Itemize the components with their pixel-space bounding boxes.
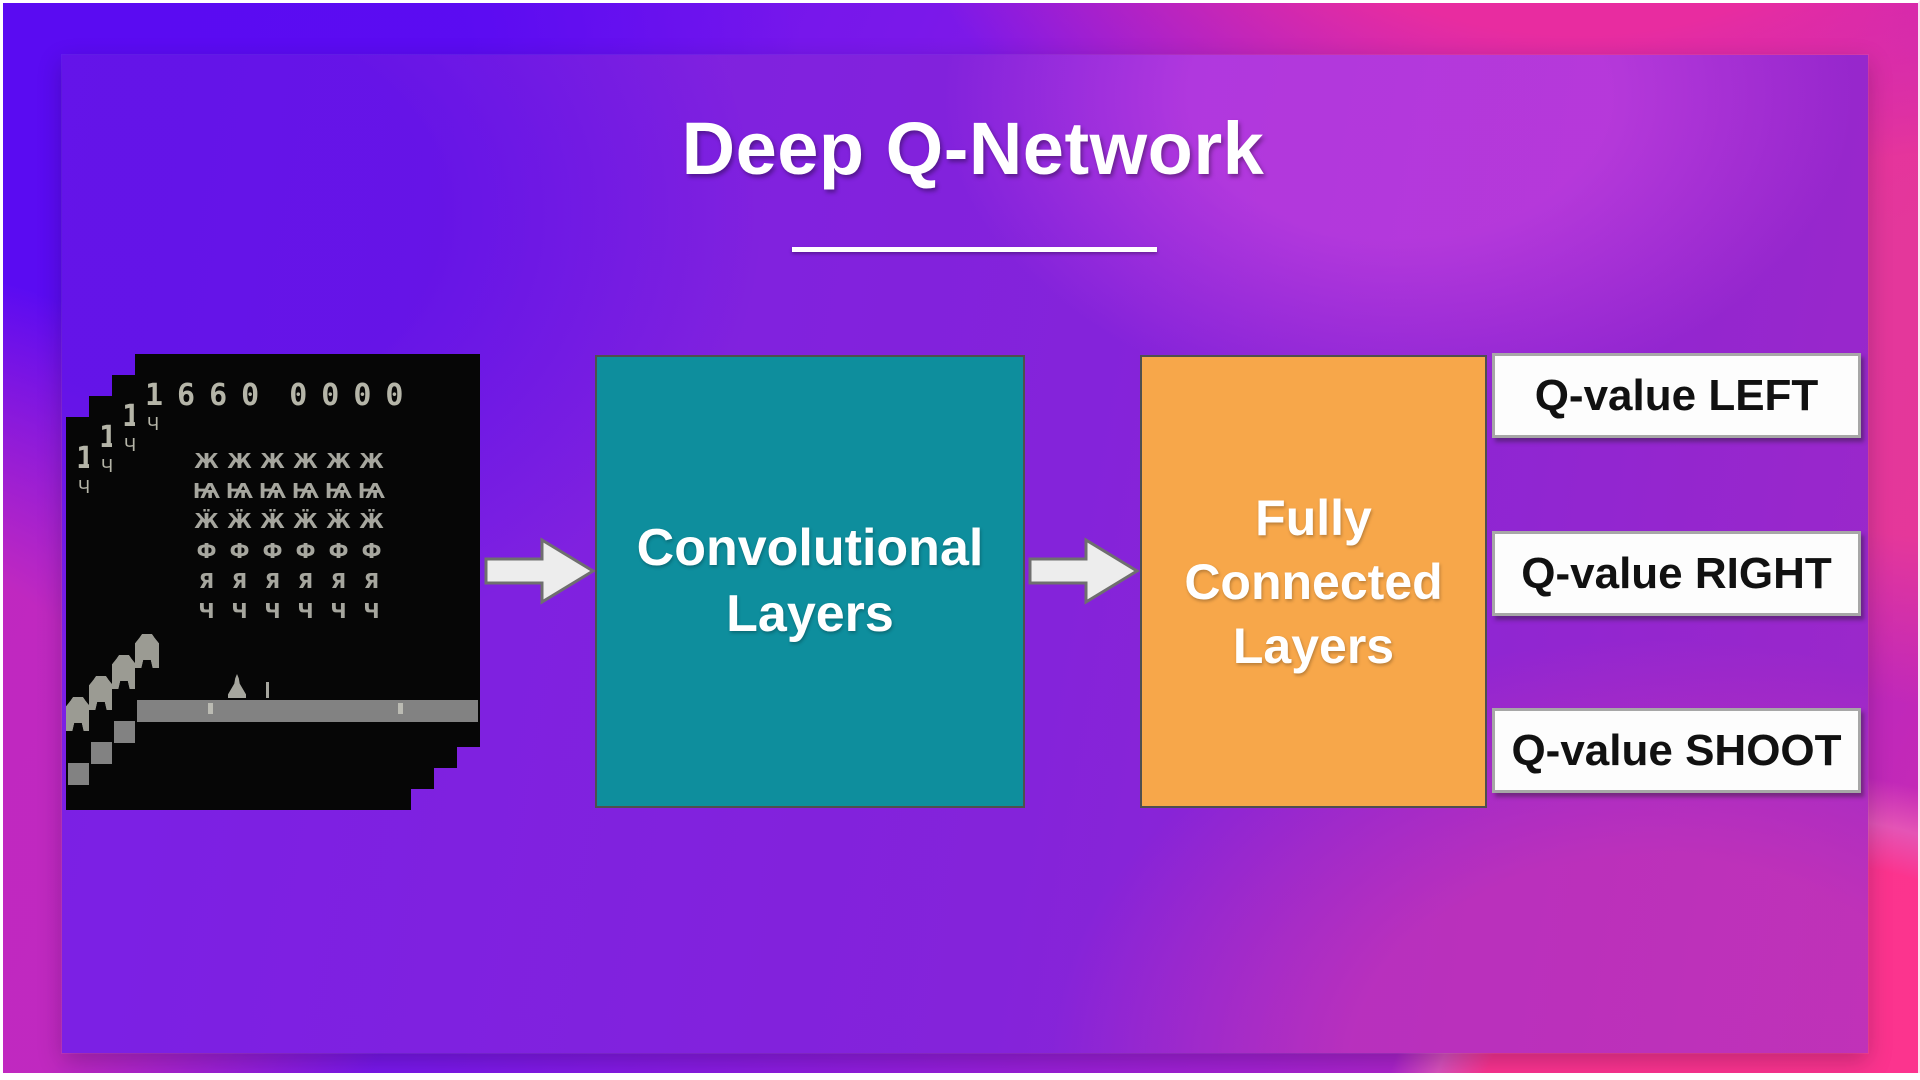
alien-sprite: Я xyxy=(264,569,281,593)
player-ship-sprite xyxy=(228,674,246,698)
arrow-right-icon xyxy=(484,537,596,605)
alien-sprite: Ч xyxy=(297,599,314,623)
alien-sprite: Я xyxy=(363,569,380,593)
alien-sprite: Ф xyxy=(196,539,217,563)
shield-sprite xyxy=(66,697,90,731)
alien-sprite: Ӝ xyxy=(227,509,252,533)
score-right: 0000 xyxy=(289,378,418,413)
alien-sprite: Ж xyxy=(260,449,285,473)
q-value-shoot-box: Q-value SHOOT xyxy=(1492,708,1861,793)
ground-speck xyxy=(208,703,213,714)
alien-sprite: Ж xyxy=(326,449,351,473)
alien-sprite: Я xyxy=(231,569,248,593)
alien-sprite: Ѩ xyxy=(192,479,221,503)
title-underline xyxy=(792,247,1157,252)
conv-label-line1: Convolutional xyxy=(636,518,984,577)
alien-sprite: Ӝ xyxy=(293,509,318,533)
alien-sprite: Я xyxy=(198,569,215,593)
alien-sprite: Я xyxy=(297,569,314,593)
score-left: 1660 xyxy=(145,378,274,413)
alien-sprite: Ч xyxy=(330,599,347,623)
lives-indicator: Ч xyxy=(147,414,167,434)
shield-sprite xyxy=(112,655,136,689)
page-title: Deep Q-Network xyxy=(681,107,1265,190)
alien-sprite: Ф xyxy=(328,539,349,563)
bottom-white-bar xyxy=(0,1073,1920,1080)
fc-label-line2: Connected xyxy=(1184,553,1443,610)
alien-sprite: Ѩ xyxy=(357,479,386,503)
conv-label-line2: Layers xyxy=(726,584,894,643)
laser-shot xyxy=(266,682,269,698)
alien-sprite: Ж xyxy=(359,449,384,473)
alien-sprite: Ӝ xyxy=(194,509,219,533)
alien-sprite: Ф xyxy=(295,539,316,563)
shield-sprite xyxy=(135,634,159,668)
fc-label-line1: Fully xyxy=(1255,489,1372,546)
ground-speck xyxy=(398,703,403,714)
shield-sprite xyxy=(89,676,113,710)
alien-sprite: Ѩ xyxy=(258,479,287,503)
alien-sprite: Ф xyxy=(361,539,382,563)
q-value-right-box: Q-value RIGHT xyxy=(1492,531,1861,616)
arrow-right-icon xyxy=(1028,537,1140,605)
alien-sprite: Ӝ xyxy=(359,509,384,533)
alien-sprite: Ч xyxy=(264,599,281,623)
lives-indicator: Ч xyxy=(124,435,144,455)
game-score: 1660 0000 xyxy=(145,378,418,413)
alien-sprite: Ӝ xyxy=(326,509,351,533)
alien-sprite: Ф xyxy=(262,539,283,563)
fully-connected-layers-box: Fully Connected Layers xyxy=(1140,355,1487,808)
q-value-left-box: Q-value LEFT xyxy=(1492,353,1861,438)
alien-sprite: Ѩ xyxy=(291,479,320,503)
convolutional-layers-box: Convolutional Layers xyxy=(595,355,1025,808)
fc-label-line3: Layers xyxy=(1232,617,1395,674)
alien-sprite: Ѩ xyxy=(225,479,254,503)
alien-sprite: Ӝ xyxy=(260,509,285,533)
alien-sprite: Ж xyxy=(293,449,318,473)
alien-sprite: Ф xyxy=(229,539,250,563)
alien-sprite: Ч xyxy=(231,599,248,623)
alien-sprite: Я xyxy=(330,569,347,593)
alien-sprite: Ч xyxy=(363,599,380,623)
alien-sprite: Ж xyxy=(227,449,252,473)
ground-bar xyxy=(137,700,478,722)
alien-sprite: Ж xyxy=(194,449,219,473)
lives-indicator: Ч xyxy=(101,456,121,476)
lives-indicator: Ч xyxy=(78,477,98,497)
alien-sprite: Ч xyxy=(198,599,215,623)
alien-sprite: Ѩ xyxy=(324,479,353,503)
